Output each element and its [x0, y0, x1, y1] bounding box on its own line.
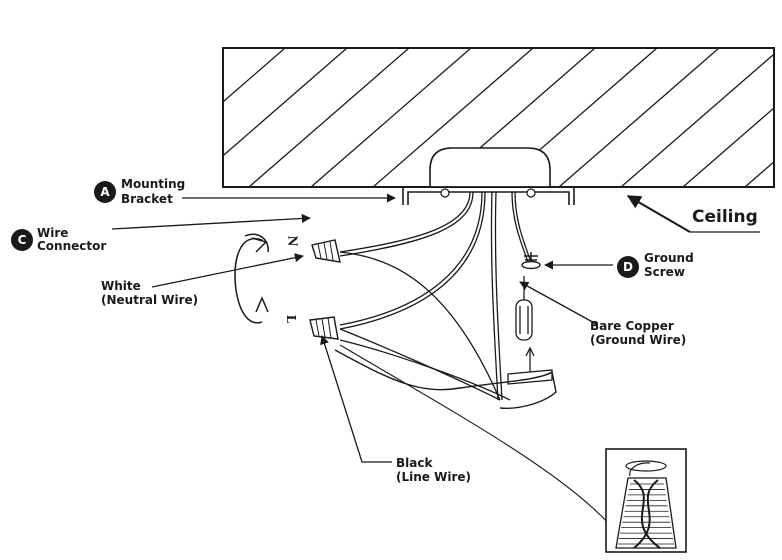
- fixture-body: [334, 349, 557, 409]
- white-wire-label-line1: White: [101, 279, 141, 293]
- badge-c: C: [11, 229, 33, 251]
- leader-lines: [111, 193, 760, 463]
- hatch-line: [223, 48, 224, 49]
- junction-box: [429, 147, 551, 188]
- white-wire-label-line2: (Neutral Wire): [101, 293, 199, 307]
- hatch-line: [682, 107, 774, 187]
- badge-a: A: [94, 181, 116, 203]
- ground-screw-label: Ground Screw: [644, 252, 694, 279]
- bare-copper-label-line1: Bare Copper: [590, 319, 674, 333]
- terminal-n-mark: N: [285, 235, 300, 247]
- mounting-bracket-label-line1: Mounting: [121, 177, 186, 191]
- black-wire-label-line1: Black: [396, 456, 433, 470]
- terminal-l-mark: L: [284, 314, 299, 324]
- mounting-bracket-label-line2: Bracket: [121, 192, 173, 206]
- white-wire-label: White (Neutral Wire): [101, 280, 198, 307]
- mounting-bracket-label: Mounting Bracket: [121, 178, 185, 206]
- ceiling-block: [222, 47, 775, 188]
- hatch-line: [248, 48, 410, 187]
- ceiling-label: Ceiling: [692, 207, 758, 227]
- wire-connector-n: [311, 239, 341, 263]
- black-wire-label: Black (Line Wire): [396, 457, 471, 484]
- badge-d: D: [617, 256, 639, 278]
- hatch-line: [372, 48, 534, 187]
- ground-screw-label-line1: Ground: [644, 251, 694, 265]
- wire-connector-label-line2: Connector: [37, 239, 107, 253]
- ground-screw-label-line2: Screw: [644, 265, 685, 279]
- hatch-line: [620, 53, 774, 187]
- screwdriver-icon: [515, 276, 533, 341]
- hatch-line: [310, 48, 472, 187]
- mounting-bracket: [402, 186, 575, 205]
- bare-copper-label-line2: (Ground Wire): [590, 333, 687, 347]
- black-wire-label-line2: (Line Wire): [396, 470, 471, 484]
- wire-connector-label-line1: Wire: [37, 226, 69, 240]
- bracket-screws: [440, 188, 536, 198]
- ceiling-wires: [339, 191, 532, 401]
- hatch-line: [744, 160, 774, 187]
- hatch-line: [558, 48, 720, 187]
- wire-nut-detail-icon: [605, 448, 687, 553]
- hatch-line: [223, 48, 348, 157]
- wire-connector-label: Wire Connector: [37, 227, 106, 253]
- ground-screw: [521, 252, 541, 270]
- rotate-arrow-icon: [234, 233, 269, 324]
- bare-copper-label: Bare Copper (Ground Wire): [590, 320, 686, 347]
- wire-connector-l: [309, 316, 339, 340]
- hatch-line: [223, 48, 286, 103]
